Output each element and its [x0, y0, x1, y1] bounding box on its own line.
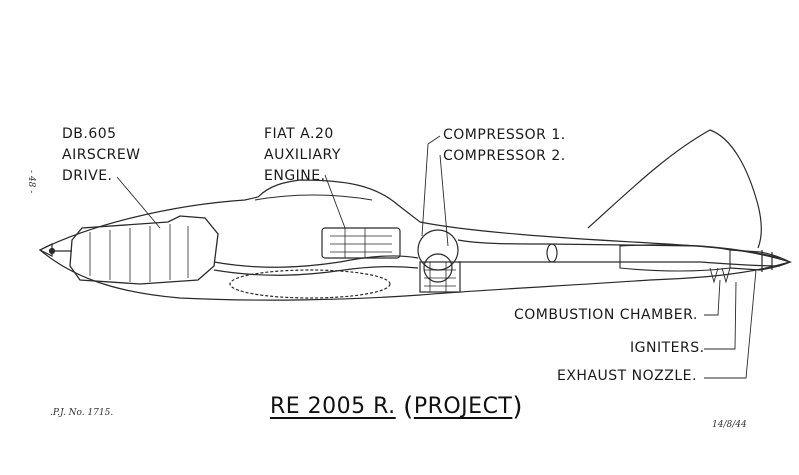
tail-fin — [587, 129, 762, 249]
title-project: PROJECT — [413, 394, 513, 419]
fuselage-outline — [38, 179, 793, 301]
label-compressor-1: COMPRESSOR 1. — [443, 127, 566, 143]
fiat-aux-engine — [321, 227, 401, 259]
duct-inlet-ring — [546, 243, 558, 263]
compressor-detail — [424, 262, 456, 292]
title-model: RE 2005 R. — [270, 394, 396, 419]
leader-db605 — [116, 176, 161, 229]
canopy-line — [254, 194, 373, 201]
title-open-paren: ( — [403, 392, 414, 422]
label-fiat-line2: AUXILIARY — [264, 147, 341, 163]
db605-engine-detail — [89, 224, 189, 282]
drawing-reference: .P.J. No. 1715. — [50, 408, 114, 418]
label-fiat-line1: FIAT A.20 — [264, 126, 334, 142]
leader-exhaust — [704, 269, 757, 379]
label-combustion-chamber: COMBUSTION CHAMBER. — [514, 307, 698, 323]
compressor-housing — [419, 261, 461, 293]
drawing-title: RE 2005 R. (PROJECT) — [270, 392, 523, 422]
label-db605-line2: AIRSCREW — [62, 147, 141, 163]
nozzle-lip — [761, 250, 773, 272]
margin-mark: - 48 - — [26, 170, 36, 194]
igniters — [709, 267, 731, 284]
fiat-aux-engine-detail — [330, 228, 392, 258]
title-close-paren: ) — [512, 392, 524, 422]
drive-duct — [213, 255, 419, 268]
exhaust-nozzle — [729, 249, 792, 271]
label-igniters: IGNITERS. — [630, 340, 705, 356]
combustion-chamber — [619, 244, 731, 272]
db605-engine — [69, 215, 219, 285]
drive-duct-lower — [213, 266, 419, 276]
label-compressor-2: COMPRESSOR 2. — [443, 148, 566, 164]
label-fiat-line3: ENGINE. — [264, 168, 326, 184]
drawing-date: 14/8/44 — [712, 420, 747, 430]
leader-compressor-1 — [421, 135, 441, 237]
leader-compressor-2 — [439, 154, 449, 247]
compressor-2 — [423, 253, 453, 283]
leader-igniters — [704, 281, 737, 350]
jet-duct-lower — [458, 261, 781, 267]
label-db605-line3: DRIVE. — [62, 168, 113, 184]
jet-duct-upper — [457, 239, 781, 259]
leader-fiat — [324, 174, 346, 229]
fuel-tank — [229, 269, 391, 299]
label-db605-line1: DB.605 — [62, 126, 117, 142]
leader-combustion — [704, 279, 721, 316]
label-exhaust-nozzle: EXHAUST NOZZLE. — [557, 368, 697, 384]
